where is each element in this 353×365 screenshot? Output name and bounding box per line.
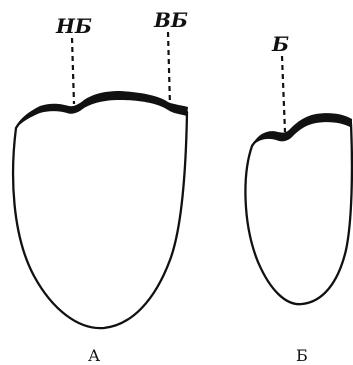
figure-b-marker-line (282, 56, 285, 132)
figure-a-marker-right-line (168, 32, 170, 106)
figure-a-marker-left-label: НБ (55, 14, 92, 38)
figure-a-caption: А (88, 346, 100, 365)
figure-a-outline (13, 95, 187, 328)
figure-a-top-band (16, 91, 188, 128)
figure-a-marker-left-line (72, 38, 74, 104)
figure-b-caption: Б (296, 346, 308, 365)
figure-b-marker-label: Б (271, 32, 289, 56)
figure-b-top-band (252, 113, 352, 146)
figure-a-marker-right-label: ВБ (153, 8, 188, 32)
figure-b-outline (245, 117, 351, 304)
figure-b: Б Б (245, 32, 352, 365)
figure-a: НБ ВБ А (13, 8, 188, 365)
